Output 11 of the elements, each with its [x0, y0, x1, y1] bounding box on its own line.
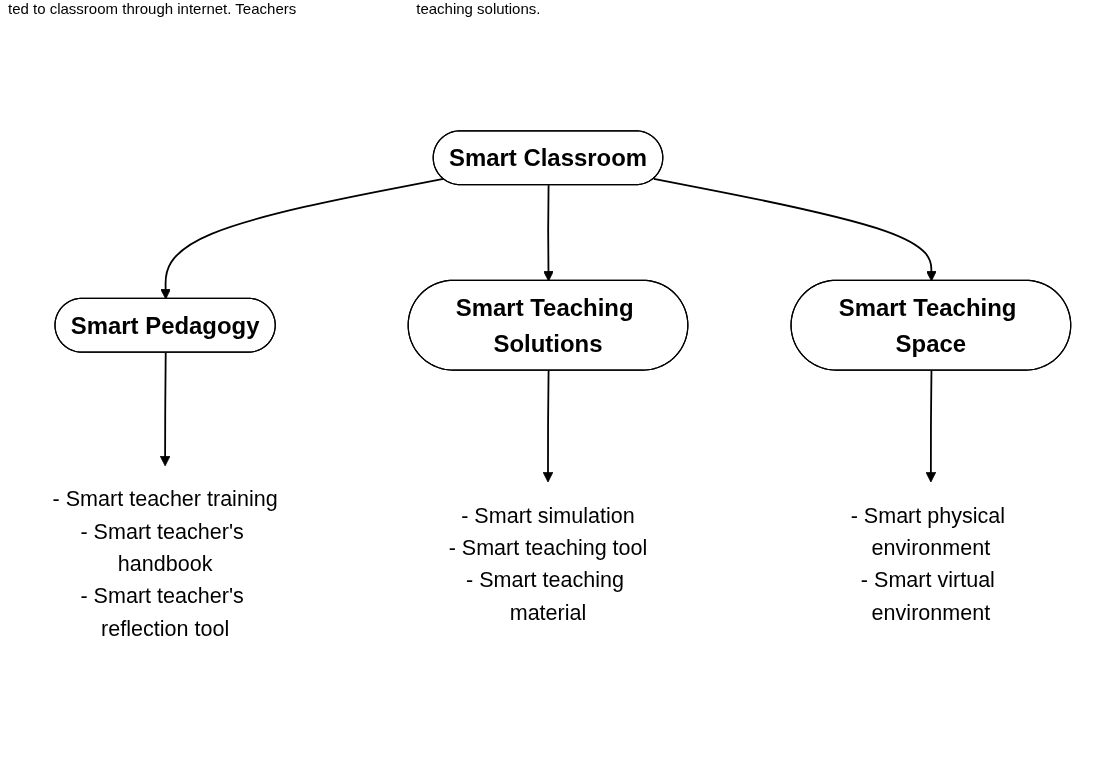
text-fragment: teaching solutions.	[416, 0, 541, 19]
arrow	[542, 369, 554, 483]
node-text: - Smart teacher training - Smart teacher's handbook - Smart teacher's reflection tool	[52, 487, 278, 641]
arrow	[652, 177, 937, 282]
node-text: - Smart physical environment - Smart virtual environment	[850, 503, 1006, 625]
arrow	[160, 177, 445, 300]
arrow	[925, 369, 937, 483]
text-fragment: ted to classroom through internet. Teachers	[8, 0, 297, 19]
arrow	[159, 351, 171, 467]
arrow	[543, 184, 554, 282]
node-text: - Smart simulation - Smart teaching tool - Smart teaching material	[448, 503, 648, 625]
